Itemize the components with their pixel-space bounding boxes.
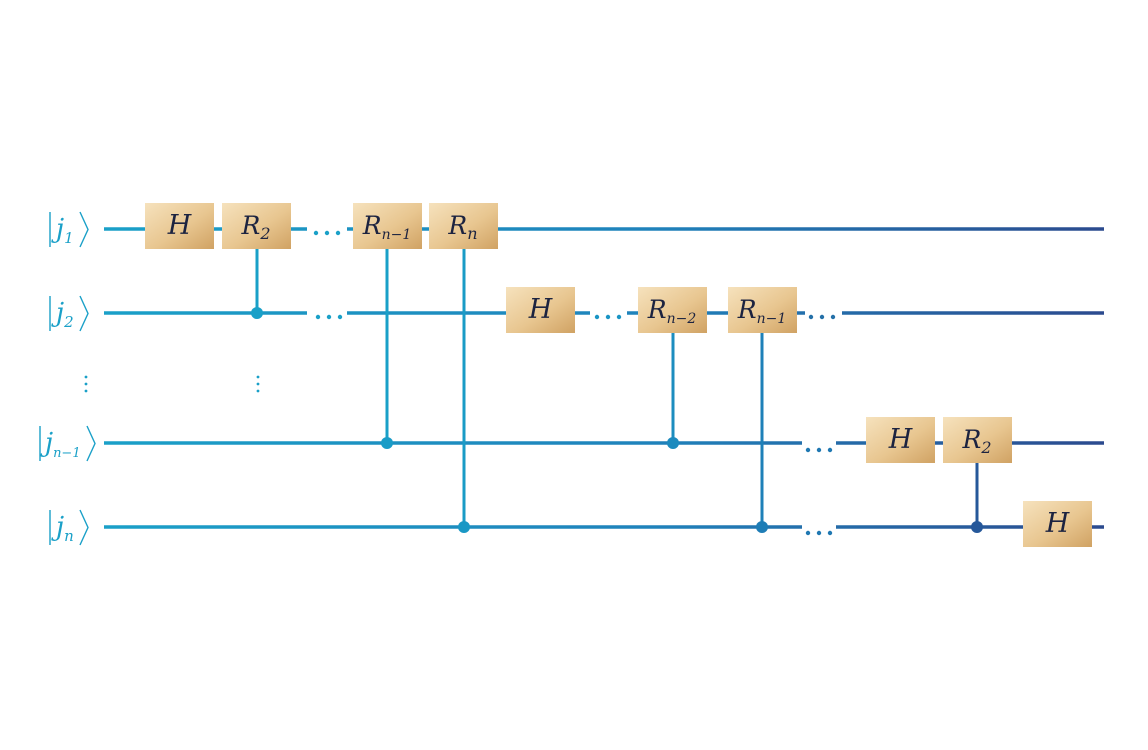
- gates: H R2 Rn−1 Rn H Rn−2 Rn−1 H: [145, 203, 1092, 547]
- gate-h-jn1: H: [866, 417, 935, 463]
- svg-text:H: H: [167, 210, 192, 241]
- control-dot: [756, 521, 768, 533]
- ket-subscript: 2: [63, 313, 74, 331]
- control-dot: [667, 437, 679, 449]
- svg-text:Rn−1: Rn−1: [737, 295, 786, 327]
- svg-text:Rn−1: Rn−1: [362, 211, 411, 243]
- gate-r2-j1: R2: [222, 203, 291, 249]
- control-dot: [458, 521, 470, 533]
- svg-text:j2: j2: [51, 298, 74, 331]
- control-dot: [971, 521, 983, 533]
- ket-j2: j2: [49, 295, 89, 332]
- control-dot: [251, 307, 263, 319]
- gate-label: H: [1045, 508, 1070, 539]
- gate-rn1-j1: Rn−1: [353, 203, 422, 249]
- gate-label: H: [528, 294, 553, 325]
- control-lines: [255, 248, 979, 527]
- wire-ellipses: [313, 230, 836, 536]
- svg-text:H: H: [528, 294, 553, 325]
- gate-subscript: n−2: [667, 311, 697, 327]
- wires: [104, 227, 1104, 529]
- svg-text:Rn−2: Rn−2: [647, 295, 697, 327]
- ket-letter: j: [51, 512, 64, 542]
- svg-text:jn−1: jn−1: [40, 428, 81, 461]
- gate-label: R: [362, 211, 382, 240]
- gate-label: R: [447, 211, 467, 240]
- ket-jn: jn: [49, 509, 89, 546]
- svg-text:H: H: [888, 424, 913, 455]
- ellipsis-j1-1: [313, 230, 341, 236]
- vertical-ellipsis-left: [84, 375, 88, 393]
- ket-letter: j: [51, 214, 64, 244]
- qubit-labels: j1 j2 jn−1 jn: [39, 211, 96, 546]
- gate-rn-j1: Rn: [429, 203, 498, 249]
- ket-jn1: jn−1: [39, 425, 96, 462]
- svg-text:j1: j1: [51, 214, 74, 247]
- gate-subscript: 2: [980, 438, 991, 457]
- ellipsis-jn1: [805, 447, 833, 453]
- gate-r2-jn1: R2: [943, 417, 1012, 463]
- gate-subscript: 2: [259, 224, 270, 243]
- ket-subscript: 1: [64, 229, 74, 247]
- vertical-ellipsis-mid: [256, 375, 260, 393]
- gate-rn1-j2: Rn−1: [728, 287, 797, 333]
- svg-text:R2: R2: [240, 211, 270, 243]
- gate-subscript: n−1: [382, 227, 412, 243]
- ellipsis-j2-3: [808, 314, 836, 320]
- gate-label: R: [737, 295, 757, 324]
- gate-label: H: [888, 424, 913, 455]
- svg-text:R2: R2: [961, 425, 991, 457]
- ket-letter: j: [40, 428, 53, 458]
- vertical-ellipses: [84, 375, 260, 393]
- ellipsis-j2-2: [594, 314, 622, 320]
- gate-label: R: [647, 295, 667, 324]
- ket-letter: j: [51, 298, 64, 328]
- ket-j1: j1: [49, 211, 89, 248]
- ket-subscript: n−1: [53, 446, 81, 461]
- control-dot: [381, 437, 393, 449]
- gate-h-j2: H: [506, 287, 575, 333]
- gate-label: R: [961, 425, 981, 454]
- gate-subscript: n−1: [757, 311, 787, 327]
- ellipsis-jn: [805, 530, 833, 536]
- svg-text:Rn: Rn: [447, 211, 477, 243]
- ket-subscript: n: [64, 527, 74, 545]
- ellipsis-j2-1: [315, 314, 343, 320]
- gate-h-jn: H: [1023, 501, 1092, 547]
- gate-subscript: n: [467, 224, 477, 243]
- control-dots: [251, 307, 983, 533]
- gate-label: H: [167, 210, 192, 241]
- svg-text:jn: jn: [51, 512, 74, 545]
- gate-h-j1: H: [145, 203, 214, 249]
- gate-label: R: [240, 211, 260, 240]
- gate-rn2-j2: Rn−2: [638, 287, 707, 333]
- svg-text:H: H: [1045, 508, 1070, 539]
